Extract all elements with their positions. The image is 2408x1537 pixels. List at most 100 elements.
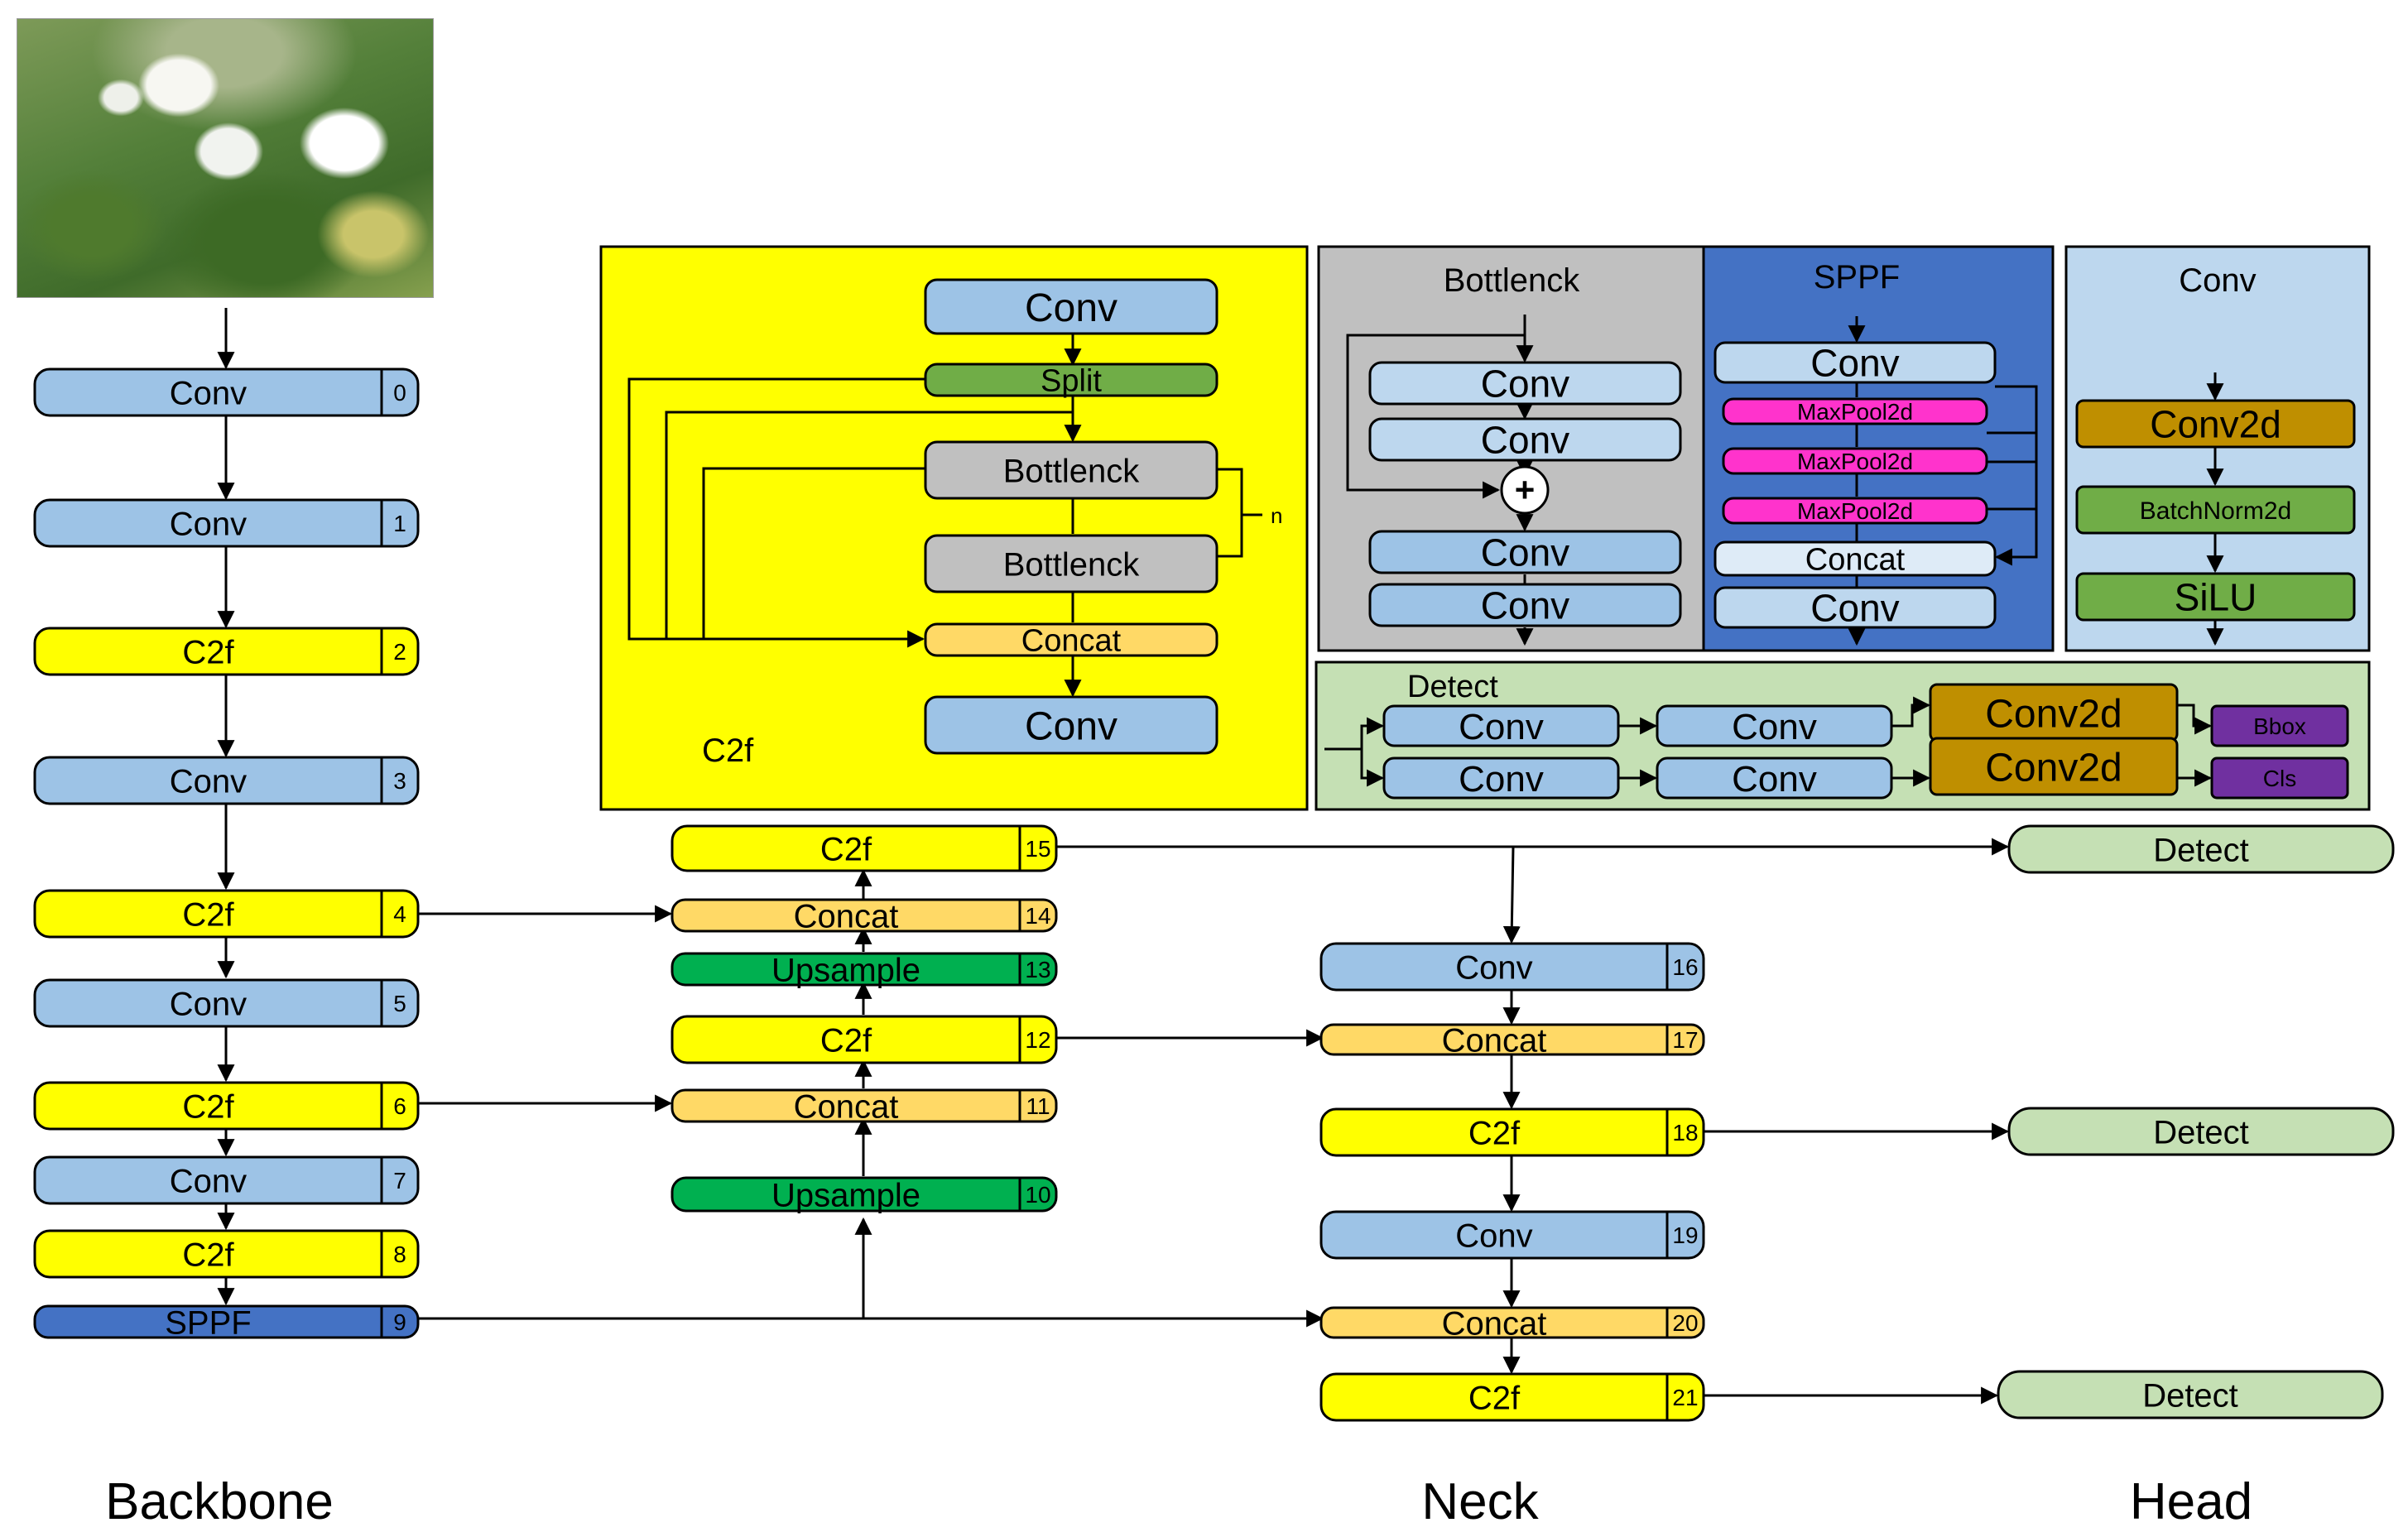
node-label: Concat [794,898,899,934]
sppf-panel-block-0: Conv [1713,341,1997,385]
node-label: Upsample [771,952,920,988]
detect-conv-b-bottom: Conv [1656,756,1893,800]
head-detect-1: Detect [2007,1107,2395,1156]
conv-panel-block-2: SiLU [2075,572,2356,622]
bottleneck-panel-title: Bottlenck [1444,262,1581,299]
node-label: Conv [1455,1218,1532,1254]
node-label: Conv2d [1985,746,2122,790]
node-label: Conv [170,375,247,411]
node-label: Conv [170,1163,247,1199]
conv-panel-block-0: Conv2d [2075,399,2356,449]
node-label: Detect [2153,1114,2249,1150]
node-index: 5 [393,991,406,1016]
sppf-panel-block-2: MaxPool2d [1722,447,1988,475]
node-label: C2f [820,831,872,867]
c2f-repeat-label: n [1271,503,1282,528]
node-label: MaxPool2d [1797,399,1913,425]
section-neck: Neck [1421,1473,1539,1530]
node-label: C2f [820,1022,872,1059]
node-index: 21 [1672,1385,1698,1410]
node-label: Concat [1021,624,1122,659]
node-label: SPPF [165,1304,251,1341]
node-label: C2f [182,1237,234,1273]
node-index: 13 [1025,957,1050,982]
backbone-node-0: 0 Conv [33,367,420,417]
node-index: 18 [1672,1120,1698,1146]
node-label: Concat [1442,1305,1547,1342]
node-label: Conv [1481,584,1569,627]
node-label: Bottlenck [1003,546,1141,583]
detect-conv-a-top: Conv [1382,704,1620,747]
node-label: Conv [1810,587,1899,630]
backbone-node-8: 8 C2f [33,1229,420,1279]
detect-out-bottom: Cls [2210,756,2349,800]
node-label: Bbox [2253,713,2306,739]
bottleneck-panel-block-1: Conv [1368,417,1682,462]
neck-node-13: 13 Upsample [670,952,1058,988]
input-image [17,18,434,298]
node-label: Concat [794,1088,899,1125]
bottleneck-panel-block-2: Conv [1368,530,1682,574]
node-label: Detect [2153,832,2249,868]
node-index: 7 [393,1168,406,1194]
detect-conv2d-top: Conv2d [1929,683,2179,742]
node-label: Conv [1481,363,1569,406]
detect-out-top: Bbox [2210,704,2349,747]
node-label: Conv2d [1985,692,2122,736]
node-index: 8 [393,1242,406,1267]
node-index: 3 [393,768,406,794]
node-label: MaxPool2d [1797,449,1913,474]
node-label: Conv [1459,759,1544,800]
add-node [1500,465,1550,515]
node-label: Conv [1459,707,1544,747]
node-index: 12 [1025,1027,1050,1053]
node-label: BatchNorm2d [2140,497,2291,525]
node-label: Conv [170,763,247,800]
c2f-panel-block-2: Bottlenck [924,440,1218,500]
sppf-panel-title: SPPF [1814,259,1900,295]
head-detect-2: Detect [1997,1370,2384,1419]
c2f-panel-block-4: Concat [924,622,1218,659]
c2f-panel-block-3: Bottlenck [924,534,1218,593]
detect-conv-a-bottom: Conv [1382,756,1620,800]
node-index: 1 [393,511,406,536]
node-label: Concat [1442,1022,1547,1059]
c2f-panel-block-5: Conv [924,695,1218,755]
node-label: MaxPool2d [1797,498,1913,524]
sppf-panel-block-4: Concat [1713,540,1997,578]
node-index: 15 [1025,836,1050,862]
c2f-panel-title: C2f [702,732,754,769]
node-label: Conv [1481,531,1569,574]
node-index: 0 [393,380,406,406]
detect-conv2d-bottom: Conv2d [1929,737,2179,796]
neck-node-20: 20 Concat [1319,1305,1705,1342]
node-index: 20 [1672,1310,1698,1336]
node-label: Conv [170,986,247,1022]
neck-node-18: 18 C2f [1319,1107,1705,1157]
node-label: C2f [1468,1115,1521,1151]
c2f-panel-block-0: Conv [924,278,1218,335]
add-symbol: + [1515,470,1536,509]
c2f-panel-block-1: Split [924,363,1218,399]
node-index: 2 [393,639,406,665]
node-label: C2f [182,1088,234,1125]
neck-node-21: 21 C2f [1319,1372,1705,1422]
node-label: Conv [1025,286,1117,330]
section-head: Head [2130,1473,2252,1530]
node-index: 10 [1025,1182,1050,1208]
node-index: 17 [1672,1027,1698,1053]
backbone-node-7: 7 Conv [33,1155,420,1205]
node-label: Conv [1481,419,1569,462]
node-label: C2f [1468,1380,1521,1416]
node-label: Conv2d [2150,403,2281,446]
section-backbone: Backbone [105,1473,334,1530]
sppf-panel-block-3: MaxPool2d [1722,497,1988,525]
